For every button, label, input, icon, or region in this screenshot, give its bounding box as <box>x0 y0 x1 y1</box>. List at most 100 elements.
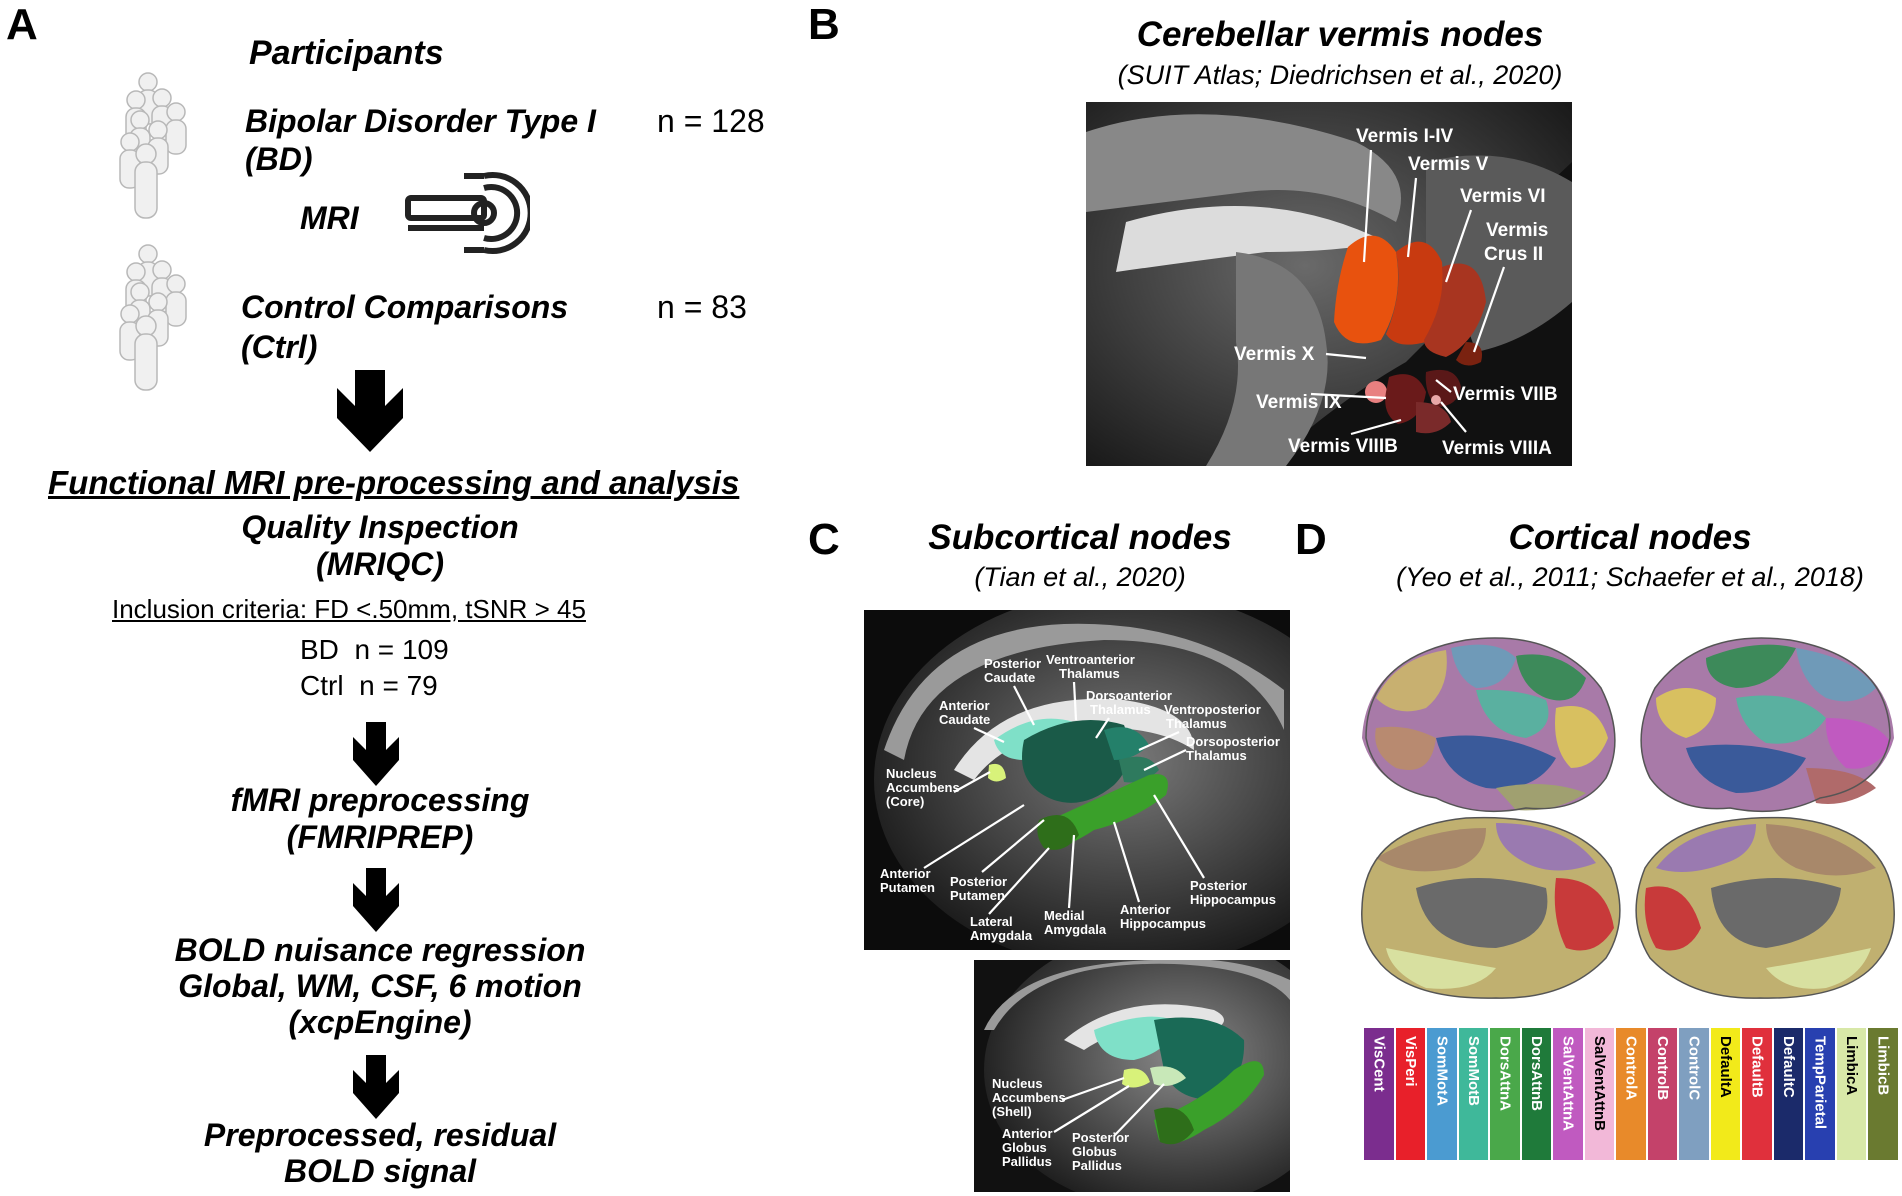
legend-label: DorsAttnB <box>1527 1036 1545 1111</box>
brain-medial-right <box>1635 816 1895 999</box>
legend-label: SomMotA <box>1433 1036 1451 1106</box>
label-ant-putamen-2: Putamen <box>880 880 935 895</box>
inclusion-criteria: Inclusion criteria: FD <.50mm, tSNR > 45 <box>112 594 586 624</box>
label-post-gp-3: Pallidus <box>1072 1158 1122 1173</box>
panel-a-letter: A <box>6 0 38 49</box>
brain-medial-left <box>1361 816 1621 999</box>
label-vp-thal-1: Ventroposterior <box>1164 702 1261 717</box>
panel-d-title: Cortical nodes <box>1508 518 1752 557</box>
people-group-icon <box>119 244 187 391</box>
prep-line2: (FMRIPREP) <box>286 819 474 855</box>
label-vermis-i-iv: Vermis I-IV <box>1356 126 1453 147</box>
label-lat-amyg-1: Lateral <box>970 914 1013 929</box>
bd-after-n: BD n = 109 <box>300 634 449 665</box>
label-da-thal-2: Thalamus <box>1090 702 1151 717</box>
label-nac-core-3: (Core) <box>886 794 924 809</box>
label-ant-caudate-1: Anterior <box>939 698 990 713</box>
legend-swatch-controlb: ControlB <box>1647 1028 1678 1160</box>
label-ant-gp-2: Globus <box>1002 1140 1047 1155</box>
label-vermis-v: Vermis V <box>1408 154 1489 175</box>
label-vermis-viiia: Vermis VIIIA <box>1442 438 1552 459</box>
label-post-caudate-1: Posterior <box>984 656 1041 671</box>
label-va-thal-2: Thalamus <box>1059 666 1120 681</box>
legend-label: DorsAttnA <box>1496 1036 1514 1111</box>
down-arrow-icon <box>353 722 399 786</box>
qi-line1: Quality Inspection <box>241 509 519 545</box>
label-vp-thal-2: Thalamus <box>1166 716 1227 731</box>
ctrl-n: n = 83 <box>657 289 747 325</box>
section-title: Functional MRI pre-processing and analys… <box>48 464 740 501</box>
panel-c-subtitle: (Tian et al., 2020) <box>974 562 1186 592</box>
legend-swatch-viscent: VisCent <box>1364 1028 1394 1160</box>
panel-b-title: Cerebellar vermis nodes <box>1136 15 1544 54</box>
bd-label-line1: Bipolar Disorder Type I <box>245 103 596 139</box>
label-ant-caudate-2: Caudate <box>939 712 990 727</box>
legend-swatch-defaultc: DefaultC <box>1773 1028 1804 1160</box>
bold-line2: Global, WM, CSF, 6 motion <box>178 968 582 1004</box>
legend-label: LimbicB <box>1874 1036 1892 1096</box>
down-arrow-icon <box>337 370 403 452</box>
legend-swatch-defaulta: DefaultA <box>1710 1028 1741 1160</box>
label-post-putamen-1: Posterior <box>950 874 1007 889</box>
panel-b-letter: B <box>808 0 840 49</box>
legend-label: LimbicA <box>1843 1036 1861 1096</box>
legend-swatch-salventattnb: SalVentAttnB <box>1584 1028 1615 1160</box>
label-post-hippo-1: Posterior <box>1190 878 1247 893</box>
label-med-amyg-1: Medial <box>1044 908 1084 923</box>
legend-label: ControlA <box>1622 1036 1640 1101</box>
label-ant-gp-3: Pallidus <box>1002 1154 1052 1169</box>
label-vermis-x: Vermis X <box>1234 344 1315 365</box>
label-vermis-viib: Vermis VIIB <box>1453 384 1558 405</box>
panel-c-title: Subcortical nodes <box>928 518 1232 557</box>
label-ant-gp-1: Anterior <box>1002 1126 1053 1141</box>
legend-swatch-dorsattnb: DorsAttnB <box>1521 1028 1552 1160</box>
label-dp-thal-1: Dorsoposterior <box>1186 734 1280 749</box>
legend-label: SalVentAttnB <box>1590 1036 1608 1132</box>
panel-b-subtitle: (SUIT Atlas; Diedrichsen et al., 2020) <box>1117 60 1563 90</box>
label-nac-shell-2: Accumbens <box>992 1090 1066 1105</box>
legend-label: ControlB <box>1654 1036 1671 1101</box>
ctrl-label-line2: (Ctrl) <box>241 329 318 365</box>
subcortical-mri-image-top: Posterior Caudate Ventroanterior Thalamu… <box>864 610 1290 950</box>
label-post-caudate-2: Caudate <box>984 670 1035 685</box>
legend-swatch-controlc: ControlC <box>1679 1028 1709 1160</box>
brain-lateral-right <box>1640 637 1894 813</box>
label-ant-putamen-1: Anterior <box>880 866 931 881</box>
mri-label: MRI <box>300 200 359 236</box>
label-nac-shell-3: (Shell) <box>992 1104 1032 1119</box>
label-dp-thal-2: Thalamus <box>1186 748 1247 763</box>
panel-c-letter: C <box>808 515 840 564</box>
label-nac-shell-1: Nucleus <box>992 1076 1043 1091</box>
bd-n: n = 128 <box>657 103 765 139</box>
legend-label: VisCent <box>1370 1036 1388 1092</box>
bd-label-line2: (BD) <box>245 141 313 177</box>
qi-line2: (MRIQC) <box>316 546 444 582</box>
prep-line1: fMRI preprocessing <box>230 782 530 818</box>
legend-swatch-limbicb: LimbicB <box>1868 1028 1898 1160</box>
legend-swatch-sommota: SomMotA <box>1427 1028 1457 1160</box>
legend-swatch-visperi: VisPeri <box>1395 1028 1426 1160</box>
bold-line3: (xcpEngine) <box>288 1004 472 1040</box>
label-nac-core-2: Accumbens <box>886 780 960 795</box>
legend-swatch-sommotb: SomMotB <box>1458 1028 1489 1160</box>
label-nac-core-1: Nucleus <box>886 766 937 781</box>
legend-swatch-defaultb: DefaultB <box>1742 1028 1772 1160</box>
label-va-thal-1: Ventroanterior <box>1046 652 1135 667</box>
label-lat-amyg-2: Amygdala <box>970 928 1033 943</box>
label-vermis-viiib: Vermis VIIIB <box>1288 436 1398 457</box>
cerebellum-mri-image: Vermis I-IV Vermis V Vermis VI Vermis Cr… <box>1086 102 1572 466</box>
label-vermis-ix: Vermis IX <box>1256 392 1342 413</box>
label-post-hippo-2: Hippocampus <box>1190 892 1276 907</box>
down-arrow-icon <box>353 1055 399 1119</box>
down-arrow-icon <box>353 868 399 932</box>
mri-scanner-icon <box>405 172 530 254</box>
panel-d-subtitle: (Yeo et al., 2011; Schaefer et al., 2018… <box>1396 562 1864 592</box>
network-color-legend: VisCent VisPeri SomMotA SomMotB DorsAttnA Dor… <box>1364 1028 1900 1160</box>
label-vermis-crus-1: Vermis <box>1486 220 1548 241</box>
label-da-thal-1: Dorsoanterior <box>1086 688 1172 703</box>
legend-swatch-controla: ControlA <box>1616 1028 1646 1160</box>
legend-label: DefaultB <box>1748 1036 1766 1098</box>
legend-swatch-dorsattna: DorsAttnA <box>1490 1028 1520 1160</box>
legend-swatch-tempparietal: TempParietal <box>1805 1028 1835 1160</box>
people-group-icon <box>119 72 187 219</box>
